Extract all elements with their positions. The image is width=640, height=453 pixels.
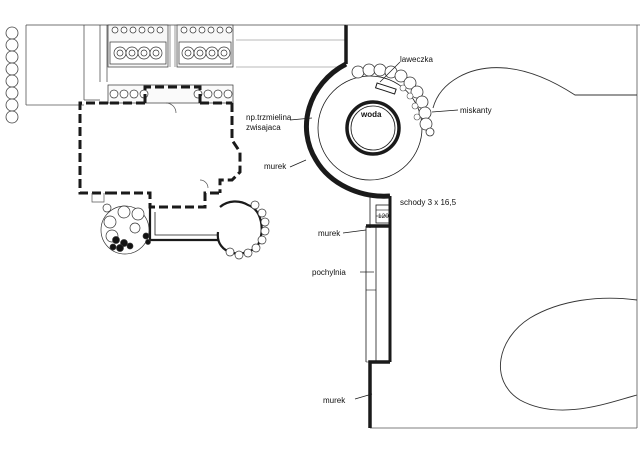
label-laweczka: laweczka xyxy=(400,55,433,64)
driveway-lines xyxy=(25,25,108,106)
leader-lines xyxy=(289,61,459,400)
label-step-width: 120 xyxy=(378,213,389,220)
label-murek-3: murek xyxy=(323,396,346,405)
label-trzmielina-2: zwisajaca xyxy=(246,123,281,132)
bench xyxy=(374,82,397,95)
parterre-left xyxy=(107,24,169,68)
pond-hedge xyxy=(351,63,435,137)
house-walls xyxy=(78,85,242,209)
front-planting xyxy=(107,84,234,104)
label-miskanty: miskanty xyxy=(460,106,492,115)
parterre-right xyxy=(176,24,234,68)
left-hedge xyxy=(5,26,19,124)
label-schody: schody 3 x 16,5 xyxy=(400,198,457,207)
plant-cluster xyxy=(100,203,151,255)
lawn-edges xyxy=(432,67,638,411)
main-walls xyxy=(344,24,640,429)
label-murek-1: murek xyxy=(264,162,287,171)
terrace-stones xyxy=(225,200,270,260)
label-trzmielina-1: np.trzmielina xyxy=(246,113,292,122)
label-murek-2: murek xyxy=(318,229,341,238)
stairs-ramp xyxy=(365,196,392,428)
house-doors xyxy=(91,102,209,203)
label-pochylnia: pochylnia xyxy=(312,268,346,277)
label-woda: woda xyxy=(360,110,382,119)
miskanty-plants xyxy=(399,84,421,121)
terrace xyxy=(148,200,263,255)
